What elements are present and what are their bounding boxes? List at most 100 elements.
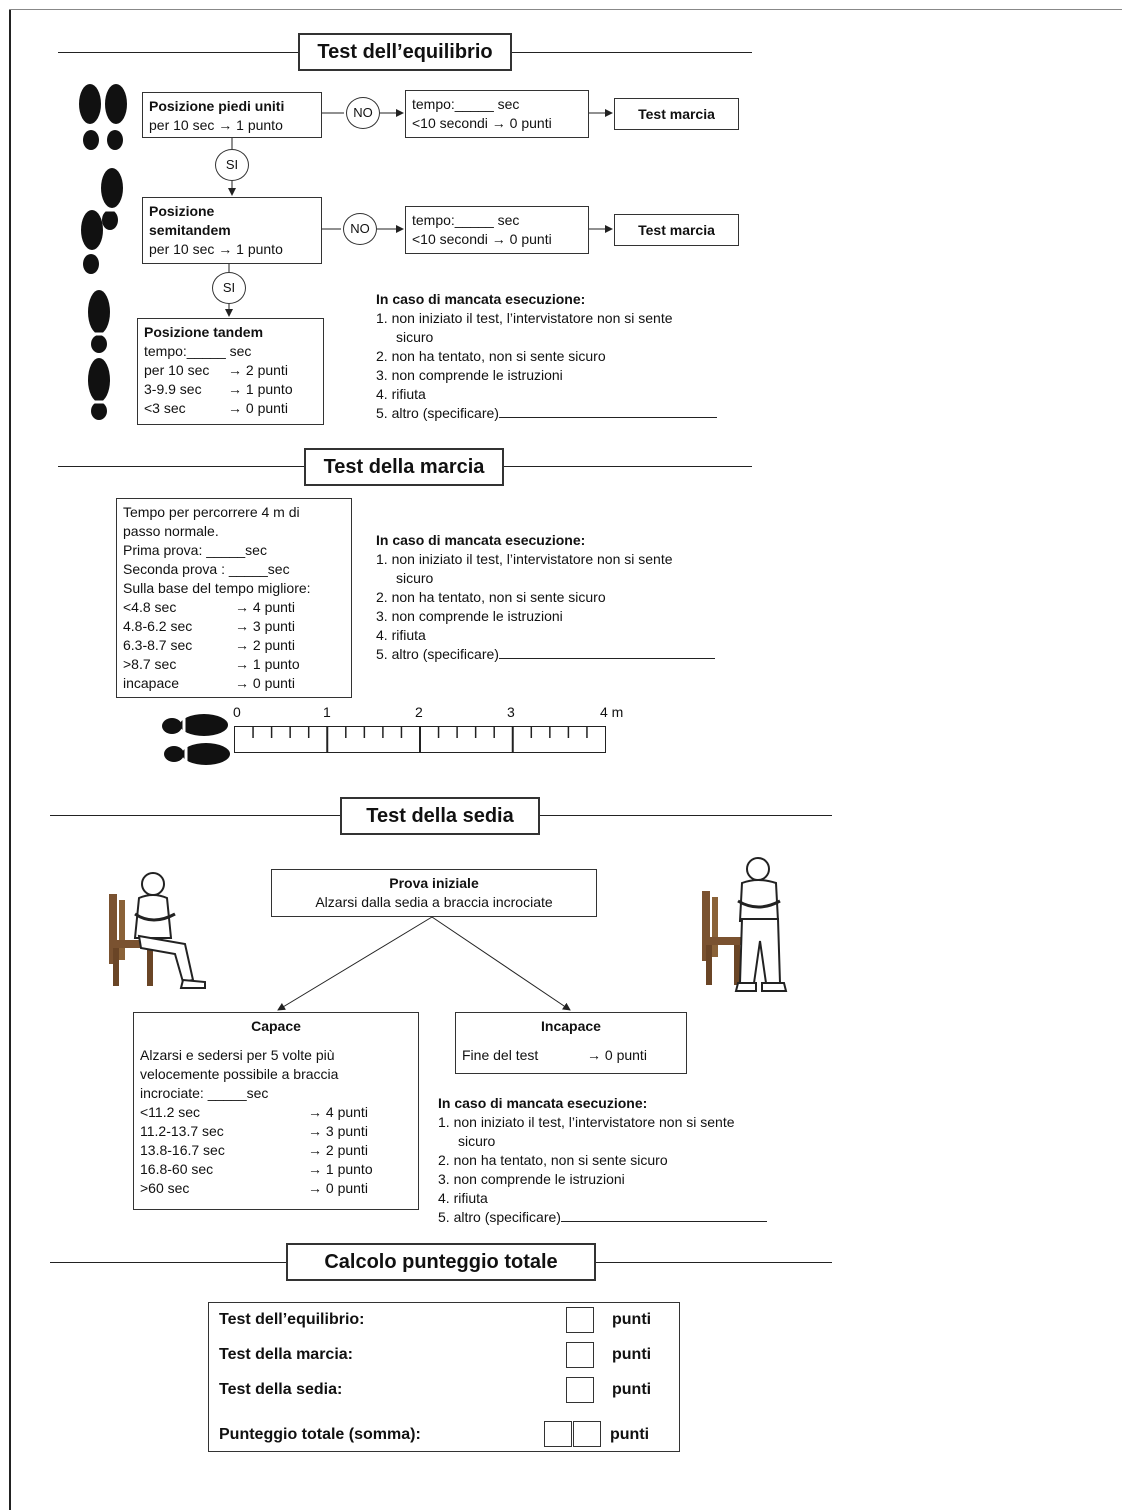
tandem-row: 3-9.9 sec→ 1 punto [144,381,293,397]
total-row-label: Test della marcia: [219,1346,353,1363]
score-field-total-tens[interactable] [544,1421,572,1447]
score-field-gait[interactable] [566,1342,594,1368]
gait-line: Seconda prova : _____sec [123,561,290,577]
failure-item-continued: sicuro [458,1133,496,1149]
initial-test-text: Alzarsi dalla sedia a braccia incrociate [315,894,553,910]
capable-row: <11.2 sec→ 4 punti [140,1104,368,1120]
gait-row: 6.3-8.7 sec→ 2 punti [123,637,295,653]
semitandem-box: Posizione semitandem per 10 sec → 1 punt… [142,197,322,264]
failure-item: 5. altro (specificare) [376,645,746,664]
balance-flow-arrows [225,109,613,317]
tandem-feet-icon [87,290,111,420]
gait-failure-list: In caso di mancata esecuzione: 1. non in… [376,531,746,664]
gait-line: Prima prova: _____sec [123,542,267,558]
ruler-label: 1 [323,704,331,720]
score-field-balance[interactable] [566,1307,594,1333]
ruler-label: 4 m [600,704,624,720]
ruler-label: 0 [233,704,241,720]
capable-box: Capace Alzarsi e sedersi per 5 volte più… [133,1012,419,1210]
next-test-box-1: Test marcia [614,98,739,130]
gait-row: >8.7 sec→ 1 punto [123,656,300,672]
tandem-time: tempo:_____ sec [144,343,252,359]
standing-person-illustration [702,857,788,992]
failure-item: 4. rifiuta [376,627,426,643]
semitandem-score: per 10 sec → 1 punto [149,241,283,257]
gait-row: incapace→ 0 punti [123,675,295,691]
balance-failure-list: In caso di mancata esecuzione: 1. non in… [376,290,746,423]
capable-row: >60 sec→ 0 punti [140,1180,368,1196]
section-title-gait: Test della marcia [304,448,504,486]
gait-row: <4.8 sec→ 4 punti [123,599,295,615]
failure-heading: In caso di mancata esecuzione: [438,1095,648,1111]
capable-title: Capace [251,1018,301,1034]
failure-item: 1. non iniziato il test, l’intervistator… [376,310,673,326]
gait-line: Sulla base del tempo migliore: [123,580,311,596]
failure-item: 3. non comprende le istruzioni [438,1171,625,1187]
failure-heading: In caso di mancata esecuzione: [376,532,586,548]
gait-line: Tempo per percorrere 4 m di [123,504,300,520]
total-row-label: Test della sedia: [219,1381,343,1398]
feet-together-icon [79,84,128,150]
semitandem-title-2: semitandem [149,222,231,238]
total-score-box: Test dell’equilibrio: punti Test della m… [208,1302,680,1452]
feet-together-score: per 10 sec → 1 punto [149,117,283,133]
walking-feet-icon [162,714,230,765]
failure-item: 5. altro (specificare) [376,404,746,423]
fail-score-1: <10 secondi → 0 punti [412,115,552,131]
failure-item: 4. rifiuta [376,386,426,402]
gait-line: passo normale. [123,523,219,539]
total-row-unit: punti [610,1426,650,1443]
tandem-row: per 10 sec→ 2 punti [144,362,288,378]
tandem-row: <3 sec→ 0 punti [144,400,288,416]
initial-test-box: Prova iniziale Alzarsi dalla sedia a bra… [271,869,597,917]
no-circle-1: NO [346,97,380,129]
gait-row: 4.8-6.2 sec→ 3 punti [123,618,295,634]
capable-line: incrociate: _____sec [140,1085,269,1101]
feet-together-box: Posizione piedi uniti per 10 sec → 1 pun… [142,92,322,138]
no-circle-2: NO [343,213,377,245]
tandem-title: Posizione tandem [144,324,264,340]
initial-test-title: Prova iniziale [389,875,479,891]
feet-together-title: Posizione piedi uniti [149,98,285,114]
failure-item: 1. non iniziato il test, l’intervistator… [438,1114,735,1130]
page-top-border [9,9,1122,10]
section-title-balance: Test dell’equilibrio [298,33,512,71]
walk-ruler [234,726,606,753]
capable-row: 11.2-13.7 sec→ 3 punti [140,1123,368,1139]
failure-item: 2. non ha tentato, non si sente sicuro [438,1152,668,1168]
chair-failure-list: In caso di mancata esecuzione: 1. non in… [438,1094,828,1227]
total-row-unit: punti [612,1381,652,1398]
tandem-box: Posizione tandem tempo:_____ sec per 10 … [137,318,324,425]
failure-item: 2. non ha tentato, non si sente sicuro [376,348,606,364]
section-title-chair: Test della sedia [340,797,540,835]
failure-item: 2. non ha tentato, non si sente sicuro [376,589,606,605]
semitandem-feet-icon [80,168,123,274]
page-left-border [9,9,11,1510]
score-field-total-units[interactable] [573,1421,601,1447]
semitandem-title-1: Posizione [149,203,215,219]
capable-row: 16.8-60 sec→ 1 punto [140,1161,373,1177]
capable-line: Alzarsi e sedersi per 5 volte più [140,1047,335,1063]
capable-line: velocemente possibile a braccia [140,1066,339,1082]
failure-item: 4. rifiuta [438,1190,488,1206]
fail-box-1: tempo:_____ sec <10 secondi → 0 punti [405,90,589,138]
incapable-title: Incapace [541,1018,601,1034]
ruler-label: 3 [507,704,515,720]
fail-score-2: <10 secondi → 0 punti [412,231,552,247]
total-row-label: Test dell’equilibrio: [219,1311,365,1328]
score-field-chair[interactable] [566,1377,594,1403]
chair-flow-arrows [277,916,571,1011]
fail-time-1: tempo:_____ sec [412,96,520,112]
failure-item: 5. altro (specificare) [438,1208,828,1227]
section-title-total: Calcolo punteggio totale [286,1243,596,1281]
ruler-label: 2 [415,704,423,720]
si-circle-2: SI [212,272,246,304]
failure-item: 3. non comprende le istruzioni [376,367,563,383]
failure-item: 3. non comprende le istruzioni [376,608,563,624]
failure-item-continued: sicuro [396,570,434,586]
capable-row: 13.8-16.7 sec→ 2 punti [140,1142,368,1158]
total-row-unit: punti [612,1311,652,1328]
fail-time-2: tempo:_____ sec [412,212,520,228]
failure-item: 1. non iniziato il test, l’intervistator… [376,551,673,567]
failure-item-continued: sicuro [396,329,434,345]
